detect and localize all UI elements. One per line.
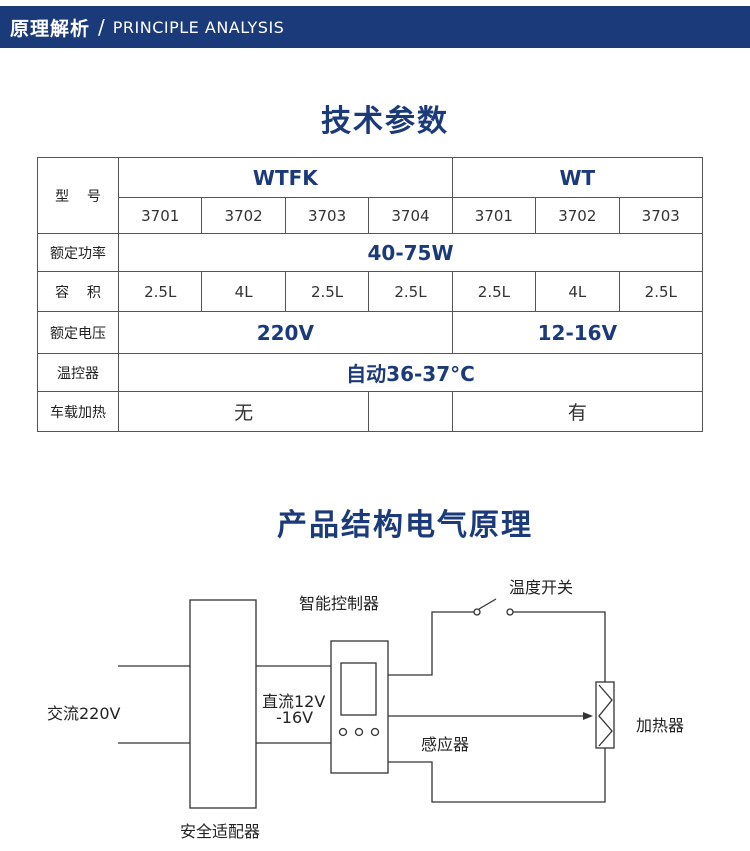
voltage-wt: 12-16V (451, 311, 704, 354)
heater-label: 加热器 (636, 716, 685, 735)
model-cell: 3702 (201, 197, 286, 234)
capacity-cell: 2.5L (368, 271, 453, 312)
model-cell: 3704 (368, 197, 453, 234)
spec-table: 型 号 WTFK WT 3701 3702 3703 3704 3701 370… (37, 157, 704, 432)
diagram-section-title: 产品结构电气原理 (277, 508, 533, 543)
controller-knob (370, 727, 380, 737)
model-cell: 3703 (618, 197, 704, 234)
header-bar: 原理解析 / PRINCIPLE ANALYSIS (0, 6, 750, 48)
voltage-wtfk: 220V (118, 311, 453, 354)
sensor-arrow-icon (583, 712, 593, 720)
temp-switch-label: 温度开关 (509, 578, 574, 597)
model-cell: 3702 (535, 197, 620, 234)
switch-lever (478, 598, 497, 610)
rated-power-label: 额定功率 (37, 233, 119, 272)
capacity-cell: 4L (535, 271, 620, 312)
controller-knob (338, 727, 348, 737)
car-heating-wtfk: 无 (117, 391, 370, 432)
car-heating-label: 车载加热 (37, 391, 119, 432)
car-heating-blank (368, 391, 453, 432)
ac-input-label: 交流220V (47, 704, 121, 723)
thermostat-value: 自动36-37°C (118, 353, 703, 392)
capacity-cell: 2.5L (451, 271, 537, 312)
heater-element (595, 681, 615, 749)
thermostat-label: 温控器 (37, 353, 119, 392)
model-label: 型 号 (37, 157, 119, 234)
capacity-cell: 2.5L (117, 271, 203, 312)
controller-display (340, 662, 377, 716)
capacity-cell: 4L (201, 271, 286, 312)
sensor-label: 感应器 (421, 735, 470, 754)
controller-knob (354, 727, 364, 737)
wire-switch-to-heater (513, 611, 606, 682)
dc-output-label-1: 直流12V (262, 692, 326, 711)
heater-zigzag (598, 684, 613, 747)
adapter-box (189, 599, 257, 809)
model-cell: 3701 (117, 197, 203, 234)
header-separator: / (98, 15, 105, 39)
controller-label: 智能控制器 (299, 594, 380, 613)
rated-power-value: 40-75W (118, 233, 703, 272)
capacity-cell: 2.5L (284, 271, 370, 312)
header-title-cn: 原理解析 (10, 17, 91, 40)
header-title-en: PRINCIPLE ANALYSIS (112, 17, 285, 37)
capacity-label: 容 积 (37, 271, 119, 312)
model-cell: 3701 (451, 197, 537, 234)
wire-to-switch (388, 611, 474, 676)
model-cell: 3703 (284, 197, 370, 234)
rated-voltage-label: 额定电压 (37, 311, 119, 354)
adapter-label: 安全适配器 (180, 822, 261, 841)
spec-section-title: 技术参数 (321, 104, 449, 139)
group-wtfk: WTFK (118, 157, 453, 198)
car-heating-wt: 有 (451, 391, 704, 432)
capacity-cell: 2.5L (618, 271, 704, 312)
group-wt: WT (451, 157, 704, 198)
controller-box (330, 640, 389, 774)
switch-contact (473, 608, 481, 616)
circuit-diagram (118, 598, 615, 809)
switch-contact (506, 608, 514, 616)
dc-output-label-2: -16V (276, 708, 314, 727)
wire-return (388, 748, 606, 803)
